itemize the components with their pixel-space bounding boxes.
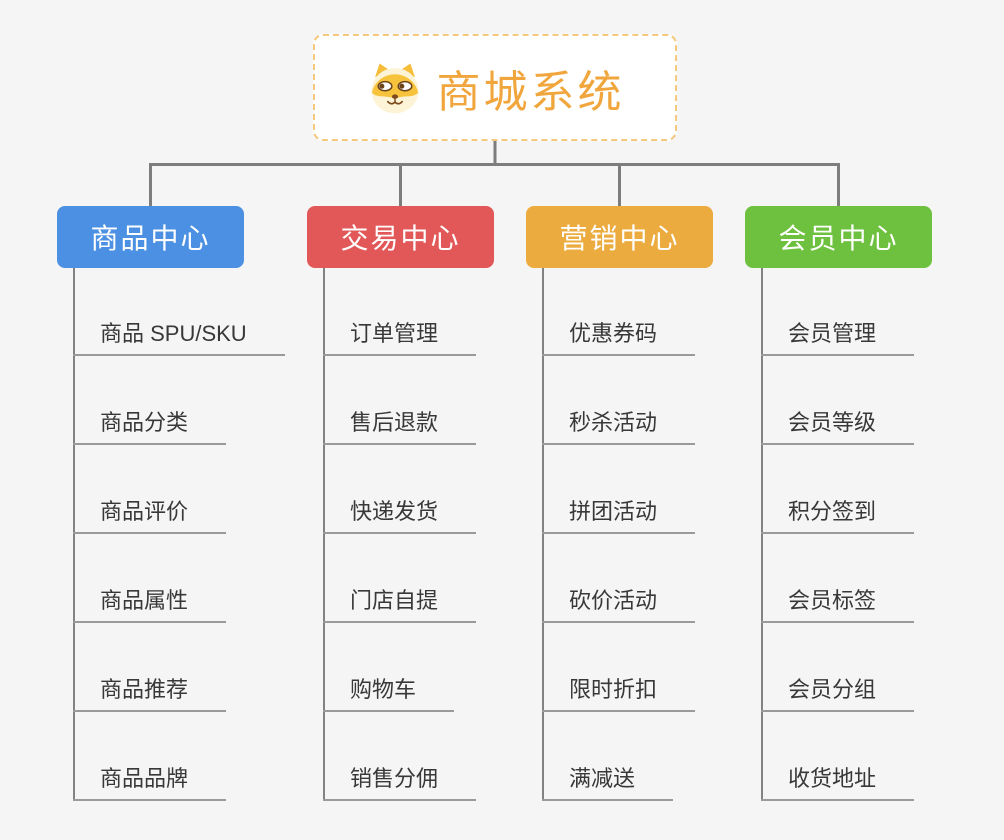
branch-header-marketing-center[interactable]: 营销中心 (526, 206, 713, 268)
child-node[interactable]: 拼团活动 (542, 498, 696, 534)
root-node[interactable]: 商城系统 (313, 34, 677, 141)
root-title: 商城系统 (436, 67, 625, 117)
branch-trunk-line (323, 268, 325, 801)
branch-trunk-line (542, 268, 544, 801)
child-node[interactable]: 商品评价 (73, 498, 227, 534)
child-node[interactable]: 满减送 (542, 765, 674, 801)
child-node[interactable]: 商品 SPU/SKU (73, 320, 285, 356)
child-node[interactable]: 商品品牌 (73, 765, 227, 801)
branch-trunk-line (73, 268, 75, 801)
child-node[interactable]: 商品推荐 (73, 676, 227, 712)
child-node[interactable]: 会员等级 (761, 409, 915, 445)
child-node[interactable]: 销售分佣 (323, 765, 477, 801)
child-node[interactable]: 门店自提 (323, 587, 477, 623)
child-node[interactable]: 会员管理 (761, 320, 915, 356)
branch-header-product-center[interactable]: 商品中心 (57, 206, 244, 268)
child-node[interactable]: 会员标签 (761, 587, 915, 623)
child-node[interactable]: 会员分组 (761, 676, 915, 712)
child-node[interactable]: 优惠券码 (542, 320, 696, 356)
child-node[interactable]: 限时折扣 (542, 676, 696, 712)
child-node[interactable]: 快递发货 (323, 498, 477, 534)
child-node[interactable]: 积分签到 (761, 498, 915, 534)
child-node[interactable]: 秒杀活动 (542, 409, 696, 445)
branch-trunk-line (761, 268, 763, 801)
child-node[interactable]: 砍价活动 (542, 587, 696, 623)
child-node[interactable]: 售后退款 (323, 409, 477, 445)
child-node[interactable]: 商品分类 (73, 409, 227, 445)
dog-face-icon (366, 61, 424, 115)
child-node[interactable]: 商品属性 (73, 587, 227, 623)
child-node[interactable]: 购物车 (323, 676, 455, 712)
child-node[interactable]: 收货地址 (761, 765, 915, 801)
branch-header-member-center[interactable]: 会员中心 (745, 206, 932, 268)
child-node[interactable]: 订单管理 (323, 320, 477, 356)
branch-header-trade-center[interactable]: 交易中心 (307, 206, 494, 268)
